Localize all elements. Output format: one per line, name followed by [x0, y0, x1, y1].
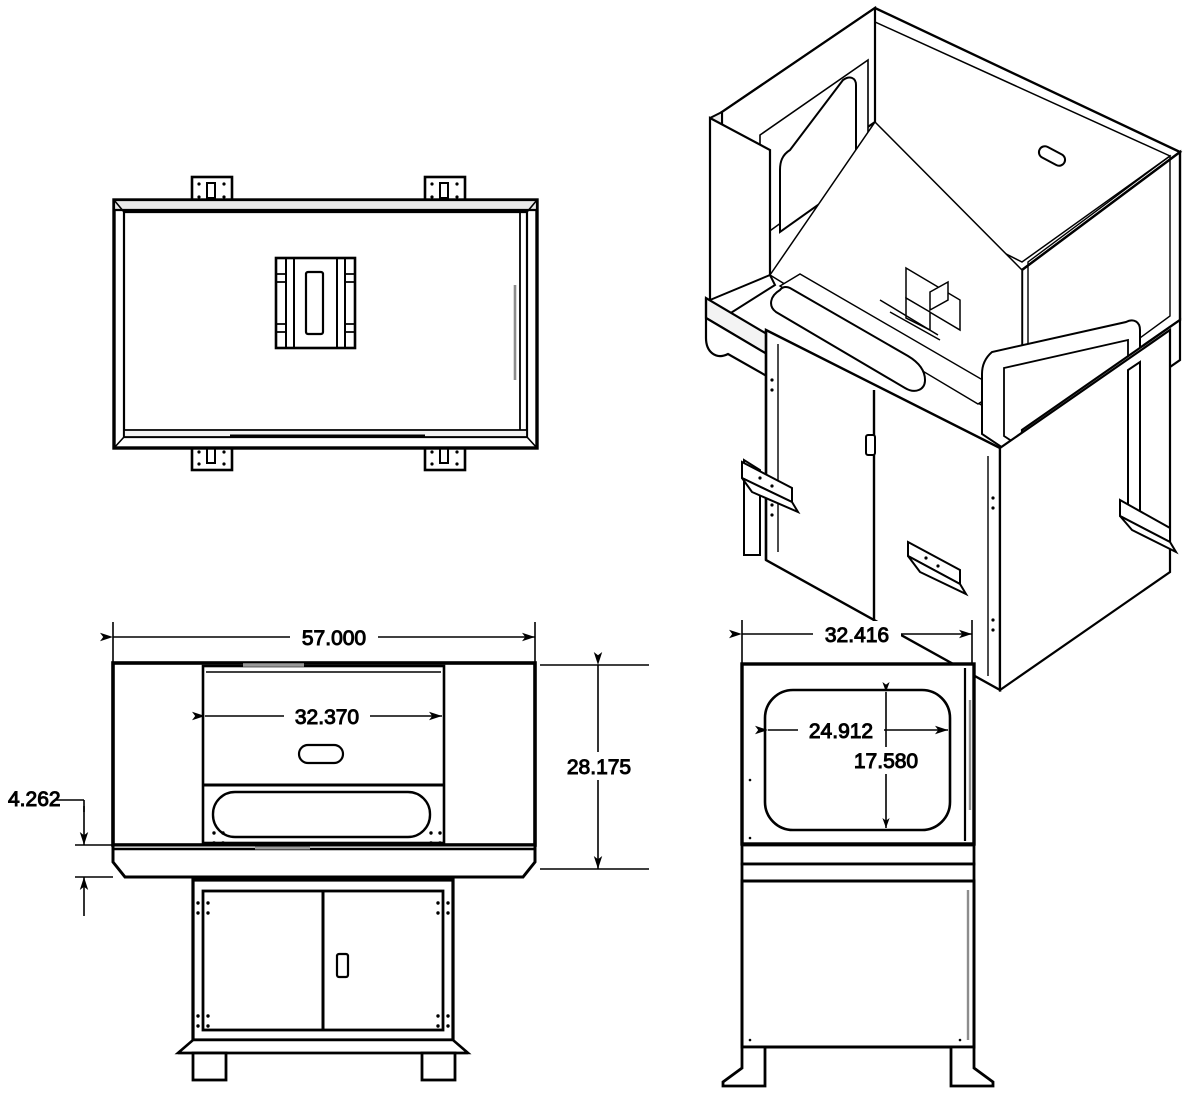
dimension-overall-width: 57.000 — [100, 622, 536, 665]
top-view-corner-chamfer — [113, 199, 538, 449]
top-view-front-rail — [123, 429, 528, 438]
dimension-window-height-text: 17.580 — [854, 750, 918, 773]
top-view-center-slot — [304, 270, 325, 336]
front-airfoil-opening — [211, 790, 432, 839]
iso-foot-front-flange — [907, 555, 969, 597]
front-cabinet-hinges — [196, 901, 450, 1028]
iso-interior-mechanism — [879, 266, 961, 341]
dimension-countertop-offset-text: 4.262 — [8, 788, 61, 811]
isometric-view — [704, 5, 1183, 693]
iso-foot-left-flange — [741, 477, 801, 515]
top-view-rear-rail — [112, 198, 539, 212]
top-view-center-bracket — [274, 256, 357, 350]
side-base-cabinet-fasteners — [748, 1038, 962, 1042]
front-base-plinth — [174, 1038, 472, 1055]
side-foot-left — [721, 1045, 767, 1088]
iso-sash-opening — [770, 285, 927, 392]
dimension-window-height: 17.580 — [843, 682, 929, 828]
side-view: 32.416 24.912 17.580 — [721, 620, 995, 1088]
side-countertop-lower-band — [740, 862, 976, 883]
iso-cabinet-door-handle — [865, 434, 876, 456]
dimension-overall-height: 28.175 — [540, 652, 649, 870]
dimension-window-width-text: 24.912 — [809, 720, 873, 743]
dimension-window-width: 24.912 — [755, 717, 948, 744]
front-countertop — [111, 843, 537, 879]
front-foot-right — [420, 1051, 457, 1082]
iso-foot-right-flange — [1119, 515, 1179, 555]
side-countertop-upper-band — [740, 843, 976, 866]
front-foot-left — [191, 1051, 228, 1082]
dimension-overall-height-text: 28.175 — [567, 756, 631, 779]
iso-cabinet-hinges — [770, 378, 995, 632]
dimension-sash-opening-width: 32.370 — [192, 703, 442, 730]
dimension-countertop-offset: 4.262 — [8, 788, 113, 916]
iso-cabinet-inner-edge — [777, 344, 989, 676]
iso-right-leg — [1127, 360, 1141, 519]
dimension-overall-width-text: 57.000 — [302, 627, 366, 650]
side-hood-fasteners — [748, 778, 752, 840]
front-view: 57.000 32.370 — [8, 622, 649, 1082]
top-view — [112, 175, 539, 472]
dimension-overall-depth: 32.416 — [729, 620, 973, 663]
iso-rear-slot-handle — [1037, 145, 1067, 167]
side-foot-right — [949, 1045, 995, 1088]
dimension-overall-depth-text: 32.416 — [825, 624, 889, 647]
front-sash-handle — [297, 743, 345, 765]
side-base-cabinet — [740, 879, 976, 1049]
dimension-sash-opening-width-text: 32.370 — [295, 706, 359, 729]
front-cabinet-door-handle — [335, 952, 350, 979]
